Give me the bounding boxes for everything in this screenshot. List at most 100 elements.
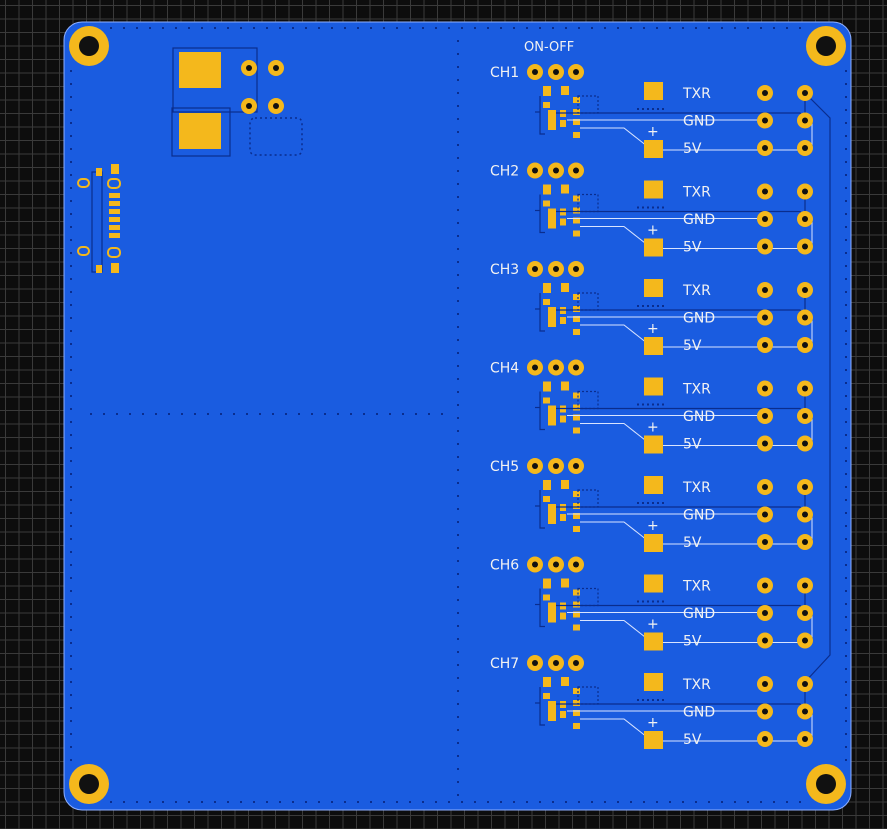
pin-label: GND (683, 606, 715, 622)
pin-label: TXR (682, 579, 711, 595)
pin-label: TXR (682, 382, 711, 398)
header-pin (797, 211, 813, 227)
header-pin (797, 577, 813, 594)
power-input-footprint (171, 47, 303, 157)
header-pin (797, 506, 813, 523)
capacitor-pad (644, 435, 663, 454)
header-pin (757, 577, 773, 594)
header-pin (757, 282, 773, 298)
power-pad-2 (179, 113, 221, 149)
capacitor-pad (644, 632, 663, 651)
header-pin (797, 435, 813, 452)
mounting-hole-bottom-right (806, 764, 846, 804)
header-pin (797, 731, 813, 747)
polarity-mark: + (647, 124, 659, 140)
header-pin (757, 140, 773, 156)
channel-block: CH3 + TXR GND 5V (490, 261, 813, 355)
polarity-mark: + (647, 223, 659, 239)
switch-pin (568, 261, 584, 277)
header-pin (797, 479, 813, 495)
switch-pin (527, 556, 543, 573)
usb-connector-footprint (77, 164, 121, 273)
pin-label: 5V (683, 141, 702, 157)
pin-label: GND (683, 705, 715, 721)
header-pin (757, 85, 773, 101)
keepout-dividers (90, 40, 459, 796)
edge-vias (70, 27, 847, 803)
switch-pin (568, 655, 584, 671)
bus-trace (804, 92, 831, 683)
switch-pin (568, 458, 584, 474)
switch-label: ON-OFF (524, 40, 574, 55)
header-pin (757, 408, 773, 424)
polarity-mark: + (647, 715, 659, 731)
header-pin (797, 85, 813, 101)
header-pin (757, 534, 773, 550)
polarity-mark: + (647, 321, 659, 337)
header-pin (797, 676, 813, 692)
polarity-mark: + (647, 420, 659, 436)
pin-label: GND (683, 311, 715, 327)
pin-label: 5V (683, 634, 702, 650)
header-pin (797, 309, 813, 326)
channel-label: CH4 (490, 361, 519, 377)
pin-label: 5V (683, 535, 702, 551)
capacitor-pad (644, 337, 663, 355)
header-pin (797, 112, 813, 129)
switch-pin (548, 261, 564, 277)
header-pin (757, 309, 773, 326)
capacitor-pad (644, 377, 663, 396)
header-pin (757, 183, 773, 200)
header-pin (797, 337, 813, 353)
polarity-mark: + (647, 518, 659, 534)
smd-components (535, 86, 599, 138)
header-pin (757, 380, 773, 397)
header-pin (757, 479, 773, 495)
pin-label: TXR (682, 185, 711, 201)
channel-list: CH1+TXRGND5VCH2+TXRGND5VCH3+TXRGND5VCH4+… (490, 64, 813, 749)
header-pin (757, 112, 773, 129)
header-pin (797, 238, 813, 255)
switch-pin (548, 359, 564, 376)
capacitor-pad (644, 476, 663, 494)
pin-label: TXR (682, 86, 711, 102)
header-pin (757, 238, 773, 255)
header-pin (797, 632, 813, 649)
pin-label: GND (683, 508, 715, 524)
switch-pin (527, 64, 543, 80)
header-pin (797, 408, 813, 424)
capacitor-pad (644, 82, 663, 100)
channel-label: CH6 (490, 558, 519, 574)
header-pin (797, 534, 813, 550)
capacitor-pad (644, 279, 663, 297)
switch-pin (527, 458, 543, 474)
header-pin (757, 703, 773, 720)
switch-pin (527, 261, 543, 277)
pin-label: GND (683, 212, 715, 228)
pin-label: GND (683, 409, 715, 425)
capacitor-pad (644, 238, 663, 257)
header-pin (757, 676, 773, 692)
switch-pin (568, 64, 584, 80)
header-pin (757, 211, 773, 227)
channel-label: CH1 (490, 65, 519, 81)
switch-pin (548, 162, 564, 179)
capacitor-pad (644, 731, 663, 749)
switch-pin (568, 556, 584, 573)
switch-pin (548, 458, 564, 474)
capacitor-pad (644, 180, 663, 199)
pin-label: 5V (683, 338, 702, 354)
switch-pin (548, 655, 564, 671)
pin-label: TXR (682, 283, 711, 299)
header-pin (757, 731, 773, 747)
header-pin (757, 506, 773, 523)
pin-label: TXR (682, 677, 711, 693)
header-pin (757, 632, 773, 649)
channel-label: CH3 (490, 262, 519, 278)
